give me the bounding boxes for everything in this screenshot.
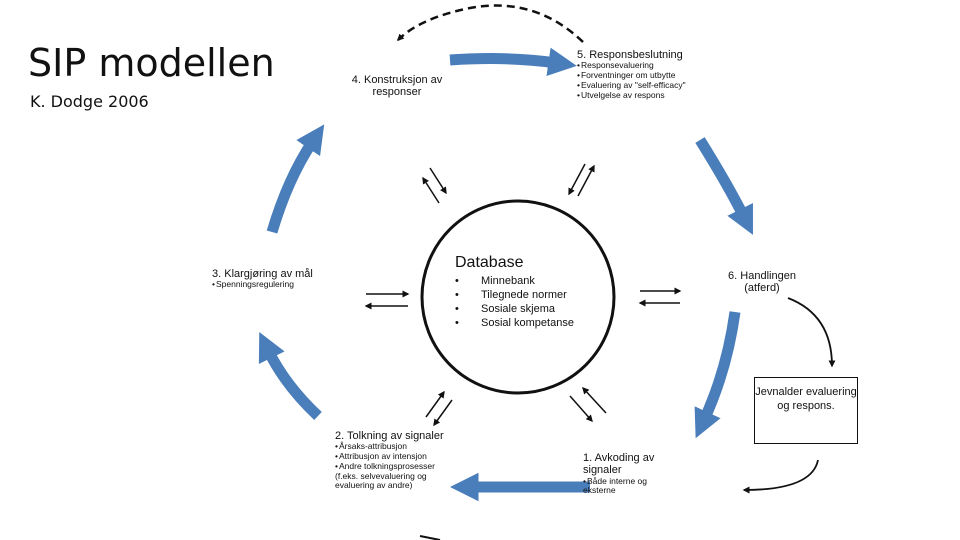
peer-evaluation-box: Jevnalder evaluering og respons. <box>754 377 858 444</box>
stage-5-response-decision: 5. Responsbeslutning Responsevaluering F… <box>577 49 707 100</box>
cycle-arrow-4-to-5 <box>449 47 577 76</box>
stage-title: 5. Responsbeslutning <box>577 49 683 61</box>
cycle-arrow-2-to-3 <box>258 331 322 421</box>
database-item: Tilegnede normer <box>455 288 574 302</box>
stage-4-response-construction: 4. Konstruksjon av responser <box>342 74 452 99</box>
stage-title: 4. Konstruksjon av responser <box>351 74 443 99</box>
database-item: Sosial kompetanse <box>455 316 574 330</box>
cycle-arrow-3-to-4 <box>266 124 325 234</box>
dashed-feedback-arrow <box>397 4 584 43</box>
stage-bullet: Evaluering av "self-efficacy" <box>577 80 707 91</box>
stage-title: 1. Avkoding av signaler <box>583 452 655 477</box>
slide-subtitle: K. Dodge 2006 <box>30 92 149 111</box>
bidirectional-arrow-stage6 <box>638 287 682 307</box>
bidirectional-arrow-stage5 <box>568 163 595 197</box>
slide-title: SIP modellen <box>28 41 275 85</box>
database-item: Minnebank <box>455 274 574 288</box>
stage-1-encoding: 1. Avkoding av signaler Både interne og … <box>583 452 667 496</box>
database-item: Sosiale skjema <box>455 302 574 316</box>
peer-to-encoding-arrow <box>742 459 819 494</box>
database-title: Database <box>455 254 524 271</box>
stage-2-interpretation: 2. Tolkning av signaler Årsaks-attribusj… <box>335 430 453 491</box>
stage-3-goal-clarification: 3. Klargjøring av mål Spenningsregulerin… <box>212 268 352 290</box>
stage-bullet: Utvelgelse av respons <box>577 90 707 101</box>
stage-title: 2. Tolkning av signaler <box>335 430 444 442</box>
bottom-partial-arrow <box>419 535 441 540</box>
database-content: Database Minnebank Tilegnede normer Sosi… <box>455 254 574 330</box>
cycle-arrow-5-to-6 <box>695 137 753 235</box>
stage-bullet: Andre tolkningsprosesser (f.eks. selveva… <box>335 461 453 491</box>
stage-bullet: Spenningsregulering <box>212 280 352 290</box>
bidirectional-arrow-stage2 <box>425 390 453 427</box>
bidirectional-arrow-stage1 <box>569 386 607 423</box>
stage-6-action: 6. Handlingen (atferd) <box>722 270 802 295</box>
stage-bullet: Både interne og eksterne <box>583 476 667 497</box>
stage-bullet: Attribusjon av intensjon <box>335 451 453 462</box>
stage-bullet: Responsevaluering <box>577 61 707 71</box>
bidirectional-arrow-stage3 <box>364 290 410 310</box>
stage-title: 6. Handlingen (atferd) <box>728 270 796 295</box>
bidirectional-arrow-stage4 <box>422 167 447 204</box>
stage-title: 3. Klargjøring av mål <box>212 268 313 280</box>
stage-bullet: Forventninger om utbytte <box>577 70 707 81</box>
stage-bullet: Årsaks-attribusjon <box>335 442 453 452</box>
action-to-peer-arrow <box>787 297 836 368</box>
cycle-arrow-6-to-1 <box>694 311 741 439</box>
